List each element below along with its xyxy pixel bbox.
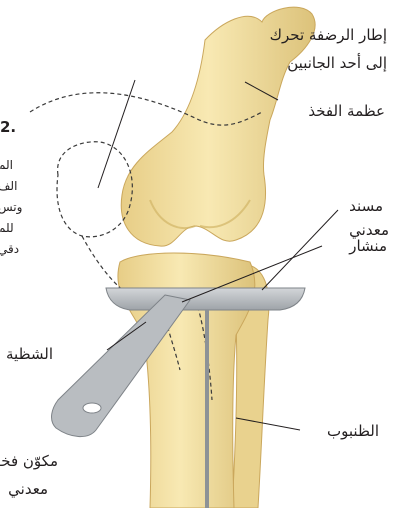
label-femoral-component-line1: مكوّن فخذ bbox=[0, 450, 58, 472]
label-femur: عظمة الفخذ bbox=[308, 100, 385, 122]
label-bone-chip: الشظية bbox=[6, 343, 53, 365]
step-text-line: الف bbox=[0, 176, 34, 197]
label-femoral-component-line2: معدني bbox=[2, 478, 48, 500]
guide-rod bbox=[205, 310, 209, 508]
label-metal-support-line1: مسند bbox=[349, 195, 383, 217]
label-patella-frame-line2: إلى أحد الجانبين bbox=[287, 52, 387, 74]
step-text-line: الم bbox=[0, 155, 34, 176]
metal-support-plate bbox=[106, 288, 305, 310]
step-text: الم الف وتس للم دقي bbox=[0, 155, 34, 260]
step-number: 2. bbox=[0, 118, 16, 136]
label-saw: منشار bbox=[349, 235, 387, 257]
label-patella-frame-line1: إطار الرضفة تحرك bbox=[270, 24, 387, 46]
step-text-line: وتس bbox=[0, 197, 34, 218]
saw-blade-hole bbox=[83, 403, 101, 413]
step-text-line: دقي bbox=[0, 239, 34, 260]
step-text-line: للم bbox=[0, 218, 34, 239]
label-tibia: الظنبوب bbox=[327, 420, 379, 442]
